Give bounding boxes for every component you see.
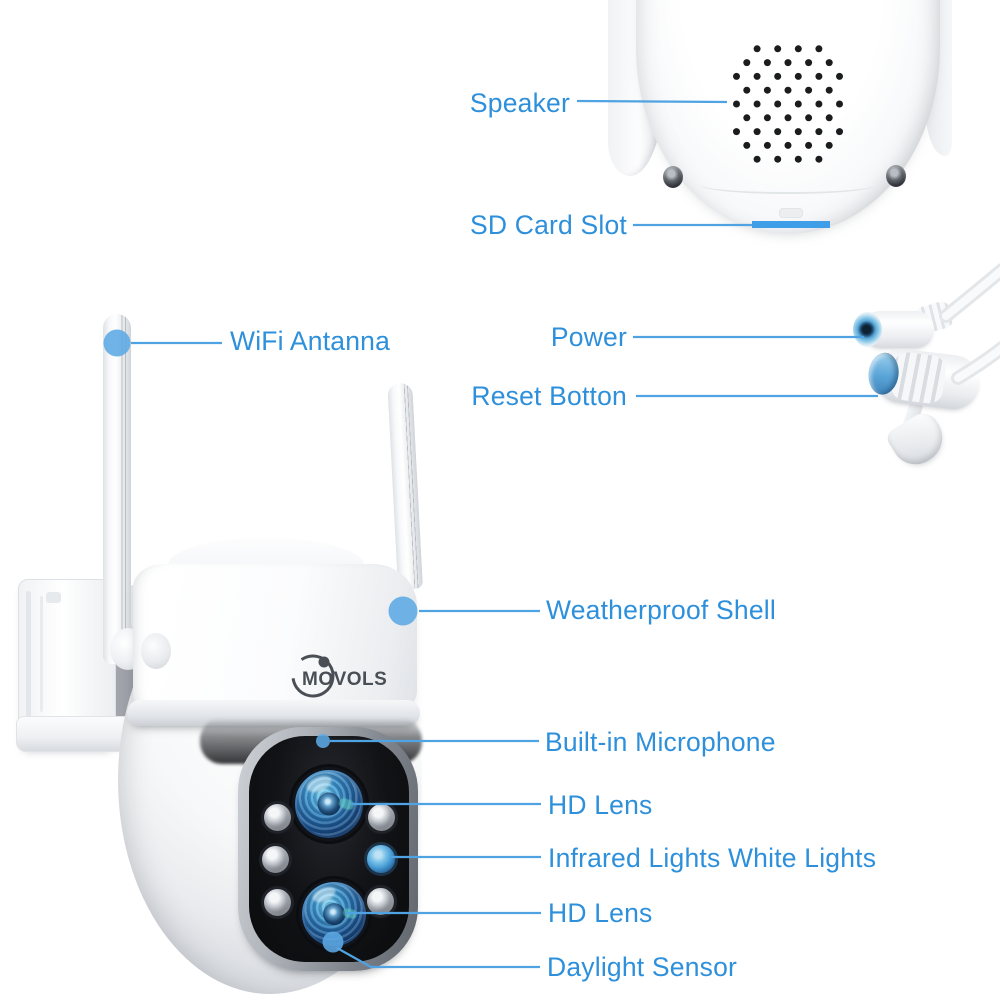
logo-arc	[291, 654, 335, 698]
label-reset-button: Reset Botton	[471, 381, 627, 411]
infrared-led-2	[259, 843, 292, 876]
label-weatherproof-shell: Weatherproof Shell	[546, 595, 776, 625]
infrared-led-3	[261, 886, 294, 919]
power-cable-highlight	[942, 266, 1000, 320]
weatherproof-shell-body	[133, 564, 417, 712]
white-light-led-1	[365, 801, 398, 834]
screw-hole-right	[886, 165, 906, 187]
power-cable	[939, 263, 1000, 323]
rear-panel-seam	[700, 176, 876, 194]
label-hd-lens-bottom: HD Lens	[548, 898, 653, 928]
reset-connector-threads	[889, 350, 948, 405]
hd-lens-bottom	[299, 879, 369, 949]
infrared-led-1	[261, 801, 294, 834]
bracket-groove-2	[40, 596, 43, 712]
bracket-bottom-rim	[16, 716, 138, 752]
label-power: Power	[550, 322, 627, 352]
label-built-in-microphone: Built-in Microphone	[545, 727, 776, 757]
reset-connector	[866, 345, 984, 416]
hd-lens-top-pupil	[317, 792, 341, 816]
hd-lens-top-glint	[337, 796, 355, 811]
label-sd-card-slot: SD Card Slot	[469, 210, 627, 240]
wifi-antenna-right	[387, 382, 423, 590]
reset-connector-cap	[884, 407, 952, 474]
screw-hole-left	[663, 166, 683, 188]
logo-text: MOVOLS	[302, 669, 387, 690]
label-infrared-white-lights: Infrared Lights White Lights	[548, 843, 877, 873]
infrared-white-light	[364, 842, 398, 876]
power-connector-tip	[853, 312, 882, 347]
antenna-hinge-knuckle	[141, 633, 171, 669]
bracket-notch	[46, 592, 61, 603]
white-light-led-2	[364, 885, 397, 918]
sd-slot-detail	[779, 208, 803, 218]
bracket-groove	[26, 591, 31, 737]
camera-rear-dome	[636, 0, 940, 234]
logo-dot	[318, 656, 330, 668]
hd-lens-bottom-pupil	[323, 903, 345, 925]
movols-logo: MOVOLS	[291, 654, 387, 698]
label-speaker: Speaker	[469, 88, 570, 118]
hd-lens-top	[292, 767, 366, 841]
label-daylight-sensor: Daylight Sensor	[547, 952, 738, 982]
label-hd-lens-top: HD Lens	[548, 790, 653, 820]
label-wifi-antenna: WiFi Antanna	[230, 326, 391, 356]
wifi-antenna-left	[103, 314, 131, 664]
